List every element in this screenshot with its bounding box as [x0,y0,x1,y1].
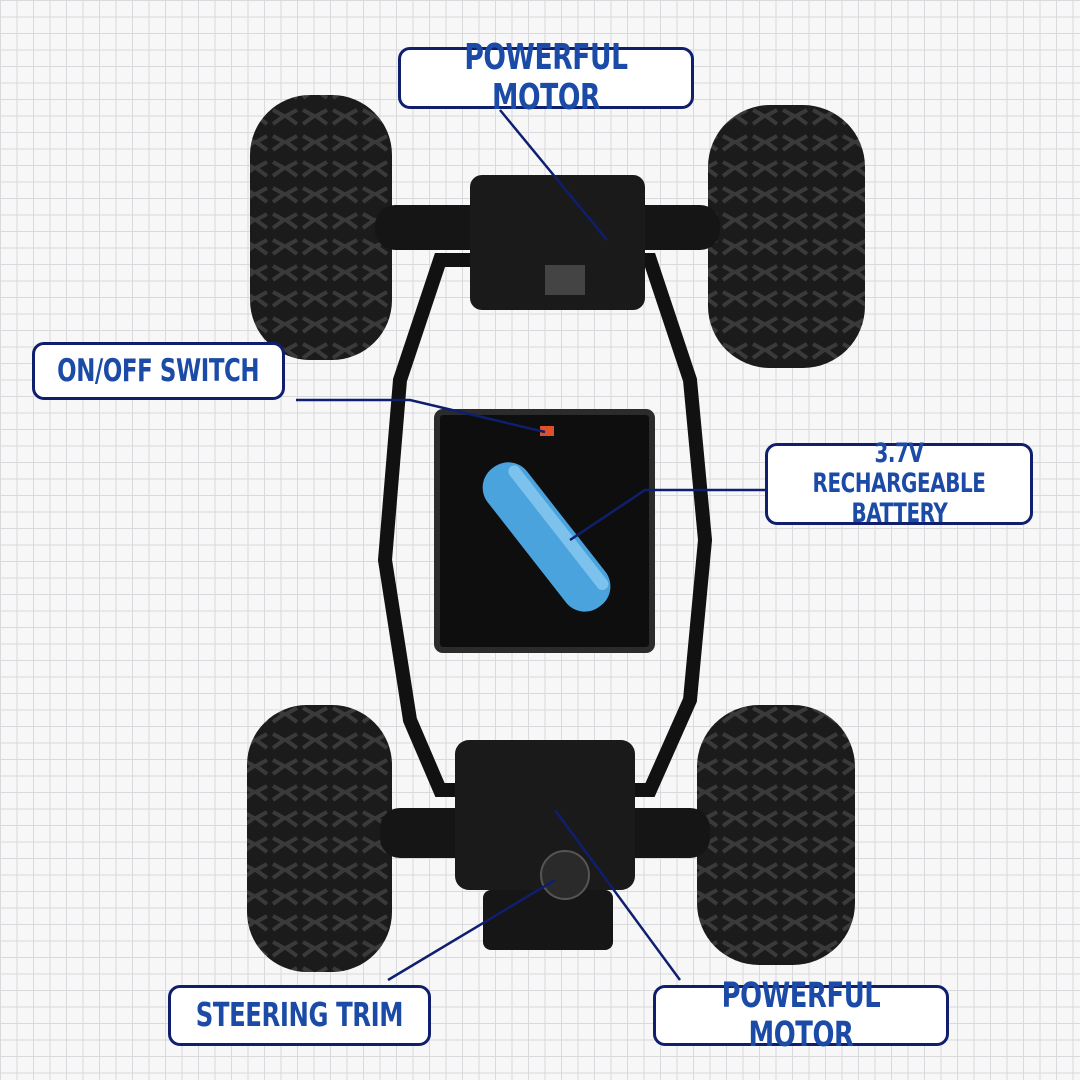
tire-rear-left [247,705,392,972]
label-text: POWERFUL MOTOR [464,37,628,118]
front-gearbox [470,175,645,310]
tire-rear-right [697,705,855,965]
tire-front-left [250,95,392,360]
battery-cell [482,462,611,612]
callout-on-off-switch: ON/OFF SWITCH [32,342,285,400]
label-text: POWERFUL MOTOR [721,976,881,1055]
callout-battery: 3.7V RECHARGEABLE BATTERY [765,439,1033,528]
label-text: STEERING TRIM [195,995,404,1035]
label-text-line2: BATTERY [851,497,947,529]
callout-powerful-motor-top: POWERFUL MOTOR [398,38,694,117]
bumper [483,890,613,950]
tire-front-right [708,105,865,368]
steering-trim-knob [540,850,590,900]
on-off-switch [540,426,554,436]
rear-gearbox [455,740,635,890]
label-text: ON/OFF SWITCH [57,352,260,389]
chassis-cage [377,253,713,797]
callout-steering-trim: STEERING TRIM [168,985,431,1046]
callout-powerful-motor-bottom: POWERFUL MOTOR [653,977,949,1054]
callout-lines [296,109,765,982]
label-text-line1: 3.7V RECHARGEABLE [812,438,986,500]
